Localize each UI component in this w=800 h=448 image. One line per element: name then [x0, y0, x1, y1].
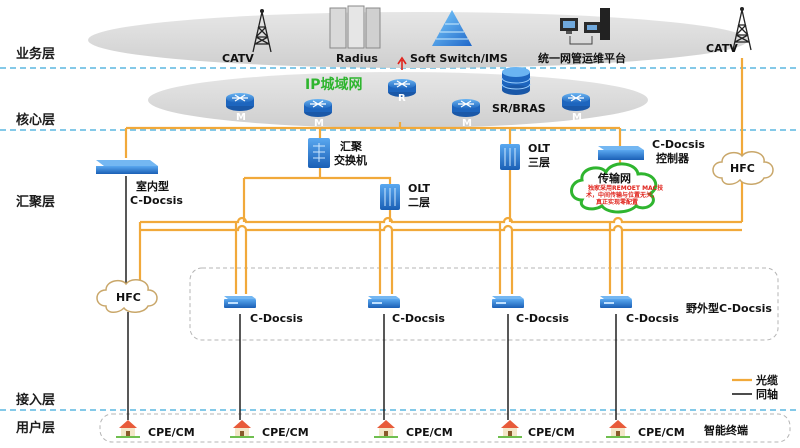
controller-label-line1: C-Docsis [652, 138, 705, 151]
outdoor-device-label: C-Docsis [250, 312, 303, 325]
hfc-right-label: HFC [730, 162, 755, 175]
smart-terminal-label: 智能终端 [704, 423, 748, 437]
outdoor-device-label: C-Docsis [516, 312, 569, 325]
cpe-house-icon [498, 420, 522, 438]
router-label: M [572, 112, 582, 123]
platform-label: 统一网管运维平台 [538, 51, 626, 65]
radius-server-icon [329, 5, 381, 49]
olt2-label-line1: OLT [408, 182, 431, 195]
olt3-label-line1: OLT [528, 142, 551, 155]
cpe-house-icon [374, 420, 398, 438]
router-label: M [314, 118, 324, 129]
outdoor-type-label: 野外型C-Docsis [686, 301, 772, 315]
transport-network-cloud-icon [570, 162, 658, 214]
router-label: M [236, 112, 246, 123]
management-platform-icon [560, 8, 610, 45]
cpe-house-icon [230, 420, 254, 438]
srbras-database-icon [501, 67, 531, 95]
core-router-icon [303, 98, 333, 118]
layer-label-user: 用户层 [15, 420, 55, 436]
controller-label-line2: 控制器 [656, 151, 690, 165]
switch-label-line2: 交换机 [334, 153, 367, 167]
cpe-label: CPE/CM [148, 426, 195, 439]
uplink-arrow-icon [397, 56, 407, 70]
outdoor-device-label: C-Docsis [392, 312, 445, 325]
outdoor-device-label: C-Docsis [626, 312, 679, 325]
layer-label-aggregation: 汇聚层 [16, 195, 55, 210]
outdoor-cdocsis-icon [224, 296, 256, 308]
indoor-label-line1: 室内型 [136, 179, 169, 193]
switch-label-line1: 汇聚 [340, 140, 363, 153]
cpe-house-icon [116, 420, 140, 438]
hfc-right-cloud-icon [712, 151, 774, 185]
legend: 光缆 同轴 [732, 373, 778, 401]
router-r-label: R [398, 93, 406, 104]
cpe-label: CPE/CM [528, 426, 575, 439]
olt3-label-line2: 三层 [528, 156, 550, 169]
radius-label: Radius [336, 52, 378, 65]
transport-note-line3: 真正实现零配置 [596, 198, 638, 206]
outdoor-cdocsis-icon [492, 296, 524, 308]
outdoor-region [189, 267, 779, 341]
softswitch-label: Soft Switch/IMS [410, 52, 508, 65]
business-cloud [88, 12, 748, 68]
cpe-label: CPE/CM [638, 426, 685, 439]
core-router-icon [451, 98, 481, 118]
hfc-left-cloud-icon [96, 279, 158, 313]
cpe-label: CPE/CM [406, 426, 453, 439]
router-label: M [462, 118, 472, 129]
catv-right-label: CATV [706, 42, 738, 55]
legend-coax-label: 同轴 [756, 387, 778, 401]
olt2-label-line2: 二层 [408, 196, 430, 209]
aggregation-switch-icon [308, 138, 330, 168]
cpe-house-icon [606, 420, 630, 438]
olt3-icon [500, 144, 520, 170]
ip-network-label: IP城域网 [305, 76, 362, 93]
transport-note-line2: 术，中间传输与位置无关， [586, 191, 658, 199]
cpe-label: CPE/CM [262, 426, 309, 439]
transport-network-title: 传输网 [597, 171, 631, 185]
indoor-cdocsis-icon [96, 160, 158, 174]
olt2-icon [380, 184, 400, 210]
softswitch-pyramid-icon [432, 10, 472, 46]
outdoor-cdocsis-icon [368, 296, 400, 308]
user-region [99, 413, 791, 443]
coax-lines [125, 176, 617, 420]
layer-label-access: 接入层 [16, 392, 55, 408]
catv-left-label: CATV [222, 52, 254, 65]
outdoor-cdocsis-icon [600, 296, 632, 308]
indoor-label-line2: C-Docsis [130, 194, 183, 207]
core-router-icon [561, 92, 591, 112]
cdocsis-controller-icon [598, 146, 644, 160]
transport-note-line1: 独家采用REMOET MAC技 [587, 184, 664, 192]
srbras-label: SR/BRAS [492, 102, 546, 115]
legend-fiber-label: 光缆 [755, 373, 778, 387]
core-router-icon [225, 92, 255, 112]
layer-label-business: 业务层 [16, 46, 55, 62]
hfc-left-label: HFC [116, 291, 141, 304]
layer-label-core: 核心层 [16, 112, 55, 128]
